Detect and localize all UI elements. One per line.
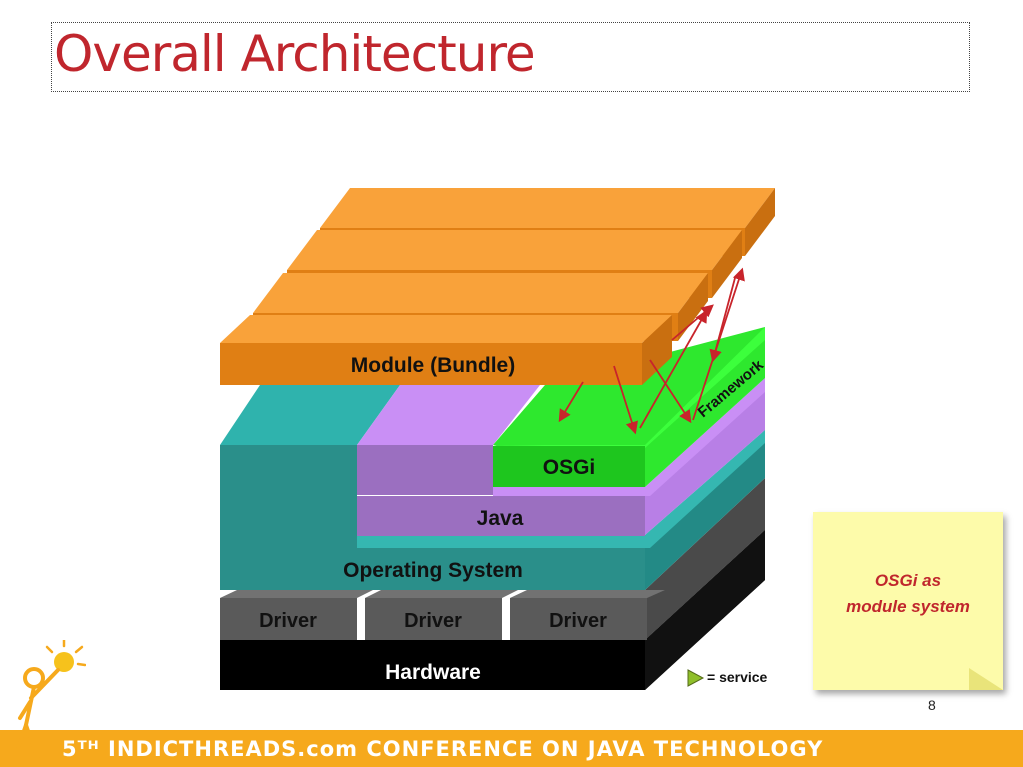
slide-title: Overall Architecture [54,25,536,83]
java-label: Java [477,507,524,530]
module-bundle-front: Module (Bundle) [220,315,672,385]
driver-label: Driver [549,610,607,632]
title-box: Overall Architecture [51,22,970,92]
service-arrow [613,365,638,435]
module-bundle-label: Module (Bundle) [351,354,515,377]
service-arrow [649,359,692,424]
operating-system-label: Operating System [343,559,523,582]
note-text: OSGi as module system [813,568,1003,620]
lightbulb-person-logo-icon [12,640,86,762]
note-fold [969,668,1003,690]
note-line: module system [846,597,970,616]
banner-text: 5ᵀᴴ INDICTHREADS.com CONFERENCE ON JAVA … [62,737,824,761]
service-legend-text: = service [707,669,768,685]
hardware-label: Hardware [385,661,481,684]
page-number: 8 [928,697,936,713]
driver-label: Driver [259,610,317,632]
service-arrow [558,381,584,423]
note-line: OSGi as [874,571,942,590]
operating-system-layer: Operating System [220,385,765,590]
hardware-layer: Hardware [220,530,765,690]
architecture-diagram: Hardware Driver Driver Driver Operating … [220,188,775,690]
driver-layer: Driver Driver Driver [220,478,765,640]
service-arrow [709,277,736,363]
service-arrow [671,304,714,341]
service-triangle-icon [687,669,705,687]
service-arrow [639,309,708,429]
driver-label: Driver [404,610,462,632]
java-layer: Java [357,378,765,536]
sticky-note: OSGi as module system [813,512,1003,690]
osgi-label: OSGi [543,456,596,479]
service-arrows [558,267,745,435]
conference-banner: 5ᵀᴴ INDICTHREADS.com CONFERENCE ON JAVA … [0,730,1023,767]
